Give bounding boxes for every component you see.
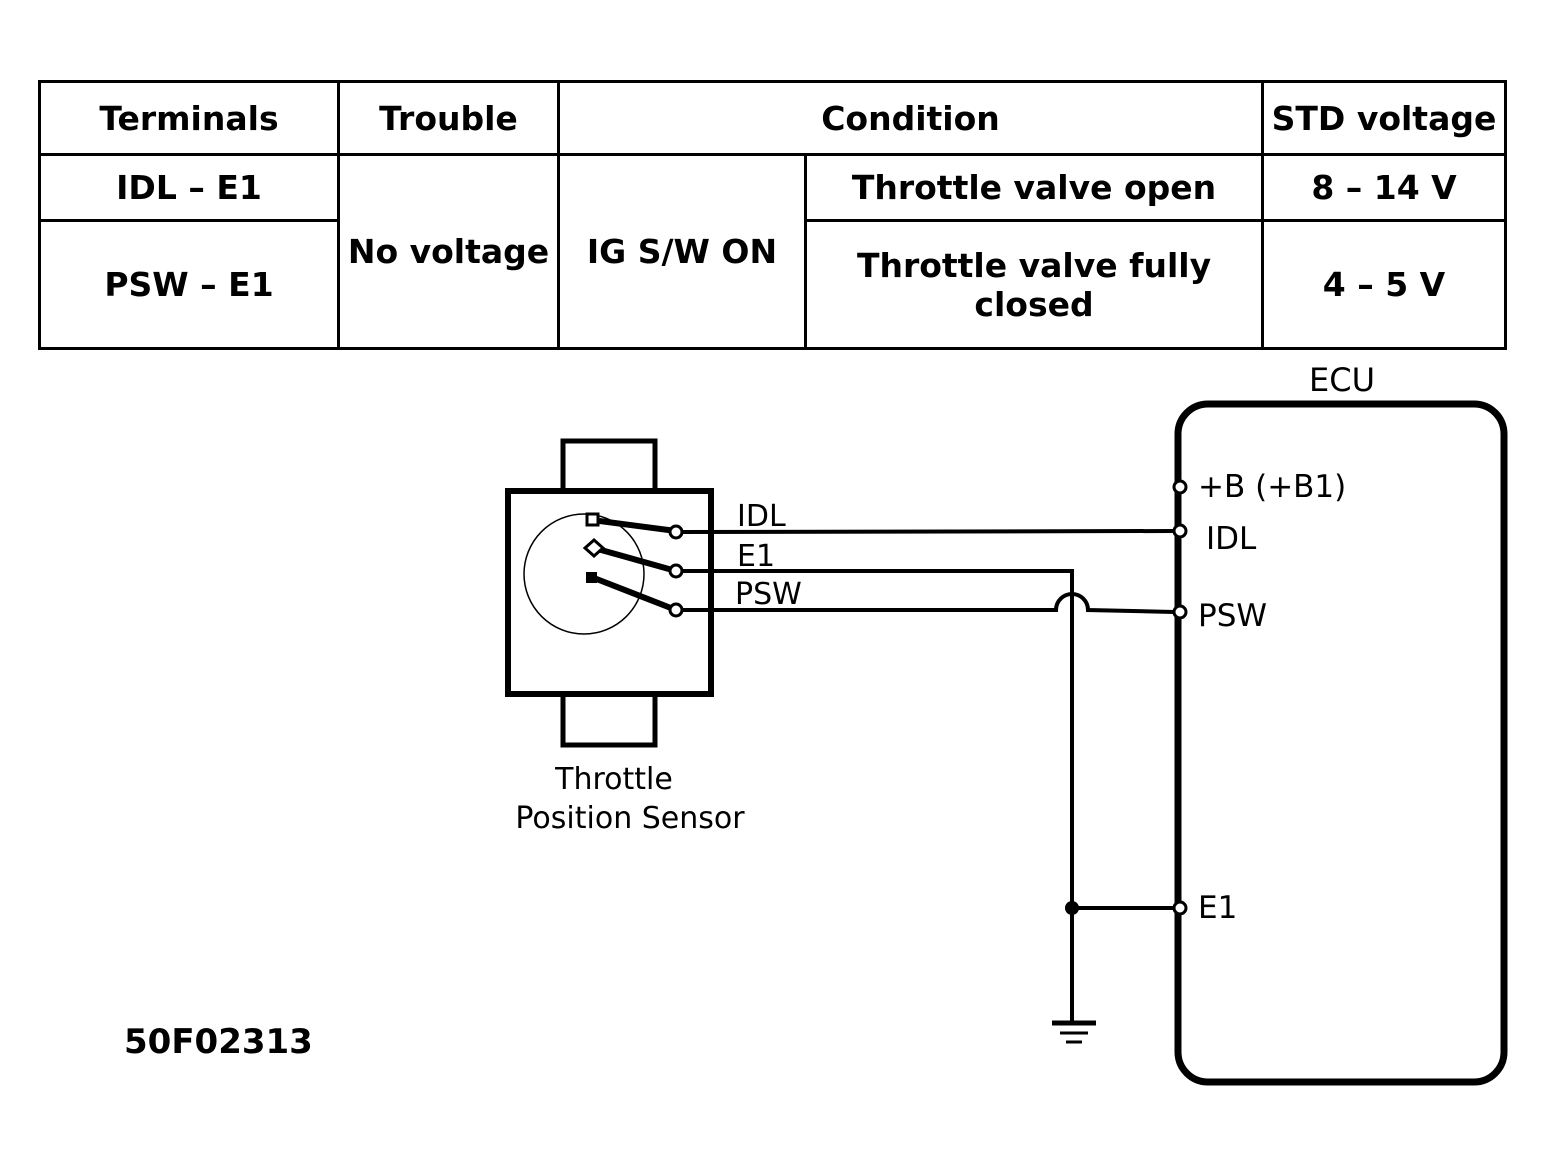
sensor-psw-terminal (668, 602, 684, 618)
cell-terminals: PSW – E1 (38, 219, 340, 350)
terminal-psw-circle (1172, 604, 1188, 620)
spec-table: Terminals Trouble Condition STD voltage … (38, 80, 1508, 350)
sensor-name-line1: Throttle (554, 762, 673, 797)
ecu-title: ECU (1309, 361, 1375, 399)
cell-condition-detail: Throttle valve open (803, 152, 1265, 223)
sensor-name-line2: Position Sensor (515, 801, 745, 836)
header-std-voltage: STD voltage (1261, 80, 1508, 156)
ecu-terminal-e1-label: E1 (1198, 890, 1237, 926)
table-header-row: Terminals Trouble Condition STD voltage (38, 80, 1508, 156)
terminal-b-circle (1172, 479, 1188, 495)
header-terminals: Terminals (38, 80, 340, 156)
ecu-box (1174, 400, 1508, 1086)
wire-label-idl: IDL (737, 499, 786, 534)
ground-icon (1052, 1020, 1096, 1044)
e1-contact-arm (593, 545, 677, 574)
ecu-terminal-b-label: +B (+B1) (1198, 469, 1346, 505)
cell-terminals: IDL – E1 (38, 152, 340, 223)
sensor-rotor-circle (523, 513, 645, 635)
ecu-terminal-idl-label: IDL (1206, 521, 1257, 557)
e1-contact-point (582, 537, 606, 559)
psw-contact-arm (592, 575, 678, 613)
cell-trouble: No voltage (337, 153, 560, 350)
sensor-top-tab (560, 438, 658, 496)
cell-condition-main: IG S/W ON (557, 153, 807, 350)
wire-e1 (682, 569, 1074, 1022)
idl-contact-arm (591, 517, 677, 534)
wire-label-e1: E1 (737, 539, 775, 574)
sensor-e1-terminal (668, 563, 684, 579)
cell-std-voltage: 8 – 14 V (1261, 152, 1508, 223)
sensor-bottom-tab (560, 690, 658, 748)
wire-idl (681, 529, 1175, 534)
table-row: IDL – E1 No voltage IG S/W ON Throttle v… (38, 152, 1508, 350)
wire-label-psw: PSW (735, 577, 802, 612)
junction-dot (1065, 901, 1079, 915)
figure-code: 50F02313 (124, 1022, 313, 1062)
wire-psw (682, 592, 1175, 614)
header-trouble: Trouble (337, 80, 560, 156)
psw-contact-point (586, 572, 597, 583)
table-row: PSW – E1 Throttle valve fully closed 4 –… (38, 219, 1508, 350)
ecu-terminal-psw-label: PSW (1198, 598, 1267, 634)
idl-contact-point (585, 512, 600, 527)
terminal-e1-circle (1172, 900, 1188, 916)
terminal-idl-circle (1172, 523, 1188, 539)
cell-condition-detail: Throttle valve fully closed (803, 219, 1265, 350)
cell-std-voltage: 4 – 5 V (1261, 219, 1508, 350)
sensor-idl-terminal (668, 524, 684, 540)
header-condition: Condition (556, 80, 1265, 156)
